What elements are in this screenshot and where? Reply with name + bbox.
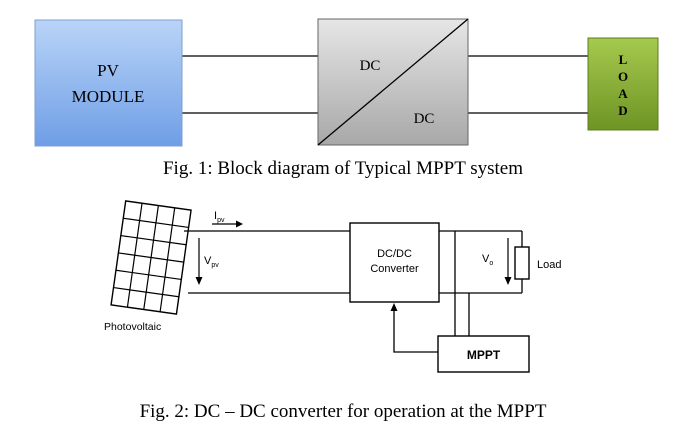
current-label: Ipv: [214, 210, 225, 224]
converter-label-line1: DC/DC: [377, 248, 412, 260]
fig2-converter-schematic: Photovoltaic Ipv Vpv DC/DC Converter: [104, 200, 561, 422]
fig2-caption: Fig. 2: DC – DC converter for operation …: [140, 401, 547, 422]
voltage-in-label: Vpv: [204, 255, 219, 269]
converter-diagonal: [317, 18, 469, 146]
voltage-out-label: Vo: [482, 253, 493, 267]
mppt-label: MPPT: [467, 348, 501, 362]
load-resistor: Load: [514, 231, 561, 293]
voltage-in-arrow: Vpv: [195, 238, 219, 285]
pv-module-label-line1: PV: [97, 61, 119, 80]
feedback-arrow: [390, 303, 438, 353]
pv-module-block: PV MODULE: [34, 19, 183, 147]
load-letter-o: O: [618, 69, 628, 84]
voltage-out-arrow: Vo: [482, 238, 512, 285]
fig1-block-diagram: PV MODULE DC DC L O A D Fig. 1: Block di…: [34, 18, 659, 179]
load-letter-d: D: [618, 103, 627, 118]
pv-module-label-line2: MODULE: [72, 87, 145, 106]
load-letter-a: A: [618, 86, 628, 101]
converter-label-line2: Converter: [370, 263, 419, 275]
mppt-controller-box: MPPT: [437, 335, 530, 373]
load-block: L O A D: [587, 37, 659, 131]
current-arrow: Ipv: [212, 210, 243, 228]
fig1-caption: Fig. 1: Block diagram of Typical MPPT sy…: [163, 158, 523, 179]
photovoltaic-label: Photovoltaic: [104, 321, 161, 333]
load-letter-l: L: [619, 52, 628, 67]
converter-label-bottom: DC: [414, 111, 435, 127]
dc-dc-converter-box: DC/DC Converter: [349, 222, 440, 303]
load-label: Load: [537, 259, 561, 271]
photovoltaic-panel: [110, 200, 192, 315]
converter-label-top: DC: [360, 58, 381, 74]
dc-dc-converter-block: DC DC: [317, 18, 469, 146]
